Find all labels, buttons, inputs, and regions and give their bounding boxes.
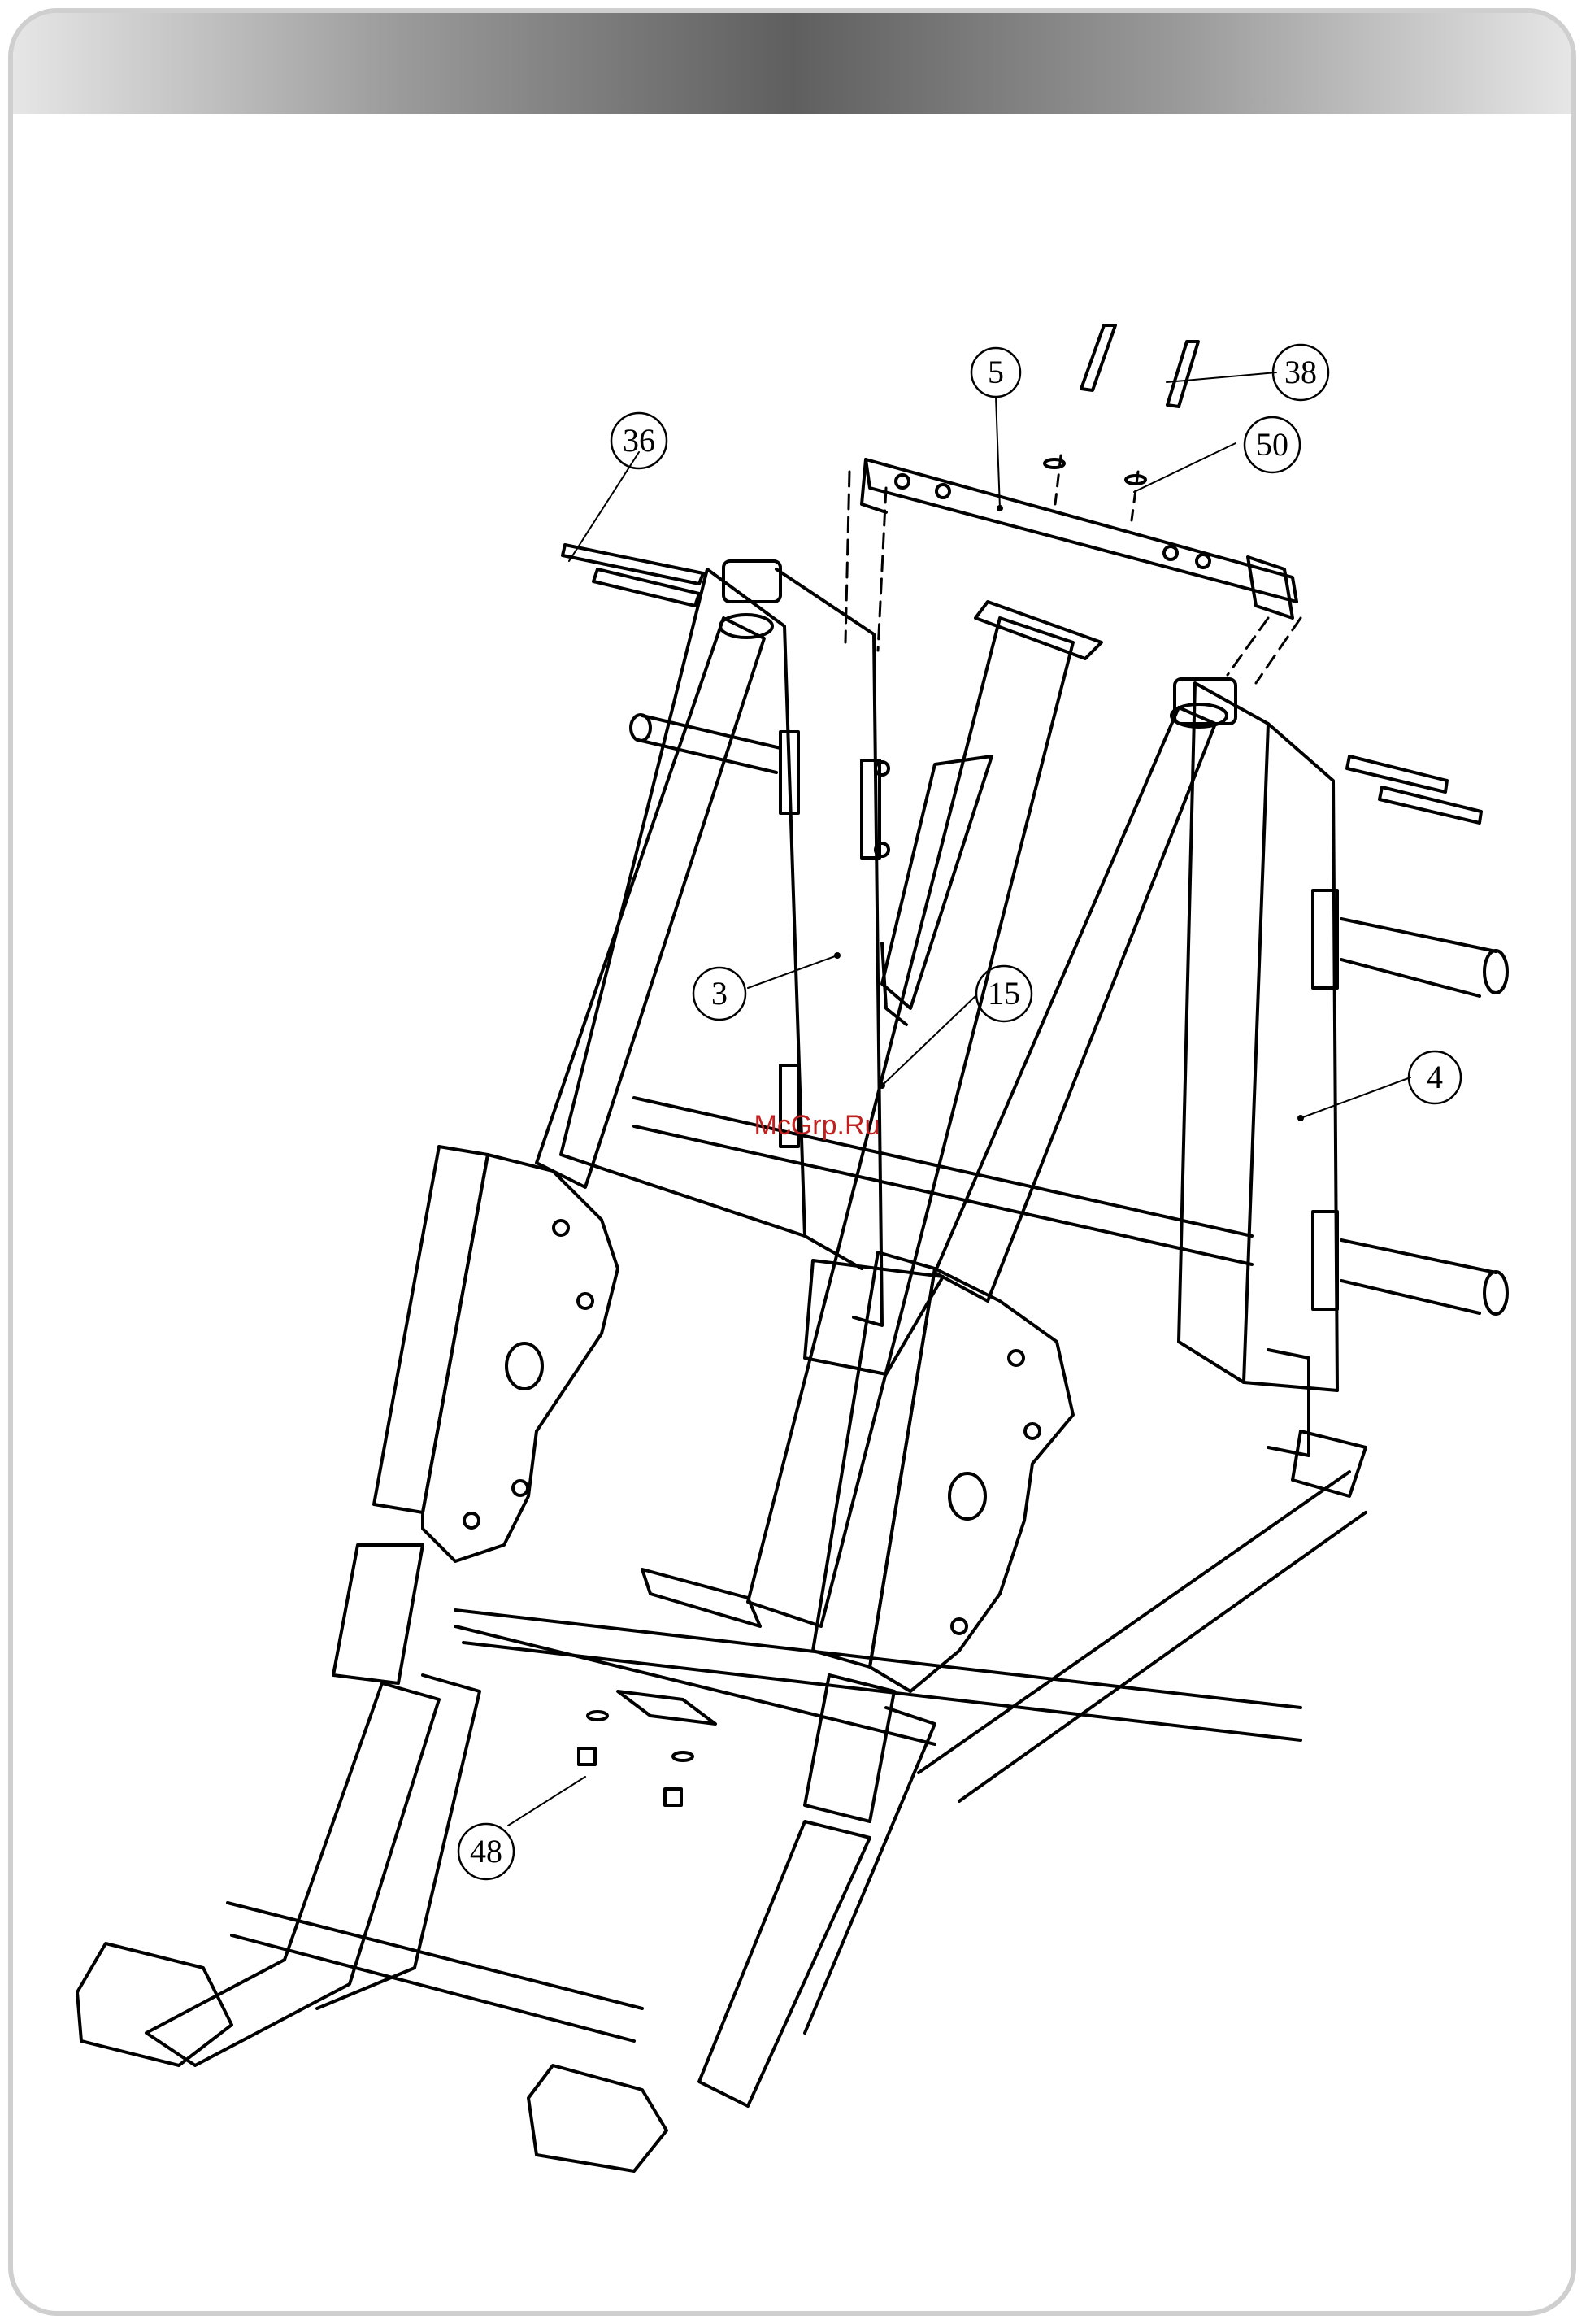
callout-50: 50 [1245,417,1300,472]
svg-text:4: 4 [1427,1059,1443,1095]
svg-text:36: 36 [623,422,655,459]
top-crossbar [845,459,1301,683]
right-upright-frame [935,679,1507,1496]
svg-text:48: 48 [470,1833,502,1869]
callout-38: 38 [1273,345,1328,400]
right-arm-assembly [699,1252,1073,2106]
svg-text:3: 3 [711,975,728,1012]
callout-4: 4 [1409,1051,1461,1103]
leader-dots [834,505,1304,1121]
callout-36: 36 [611,413,667,468]
svg-text:5: 5 [988,354,1004,390]
left-upright-frame [537,561,889,1325]
watermark: McGrp.Ru [754,1110,880,1141]
nuts-48 [579,1691,715,1805]
svg-text:50: 50 [1256,426,1288,463]
bolts-38 [1045,325,1198,520]
callout-5: 5 [971,348,1020,397]
callout-3: 3 [693,968,745,1020]
svg-text:38: 38 [1284,354,1317,390]
crossbars [455,1098,1366,1801]
left-arm-assembly [77,1147,667,2171]
callout-48: 48 [458,1824,514,1879]
svg-text:15: 15 [988,975,1020,1012]
